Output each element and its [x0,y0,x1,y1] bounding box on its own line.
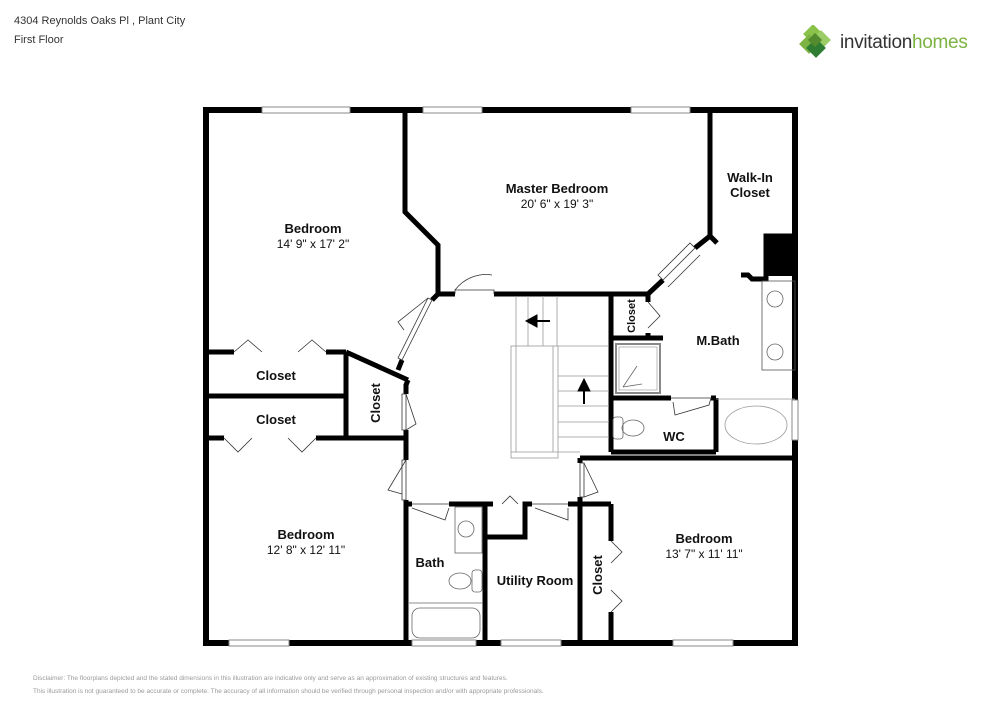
room-name-master-bedroom: Master Bedroom [506,181,609,196]
room-name-wc: WC [663,429,685,444]
brand-logo: invitationhomes [798,25,968,61]
room-dims-bedroom-se: 13' 7" x 11' 11" [665,547,742,561]
room-name-walk-in-line1: Walk-In [727,170,773,185]
room-dims-bedroom-sw: 12' 8" x 12' 11" [267,543,345,557]
stair-arrows [524,314,591,404]
floor-label: First Floor [14,34,64,46]
room-name-closet-upper: Closet [256,368,296,383]
room-name-bedroom-se: Bedroom [675,531,732,546]
room-name-walk-in-line2: Closet [730,185,770,200]
room-name-closet-vertical: Closet [368,382,383,422]
room-name-closet-mbath: Closet [626,299,638,333]
brand-name: invitationhomes [840,32,968,54]
room-name-utility: Utility Room [497,573,574,588]
disclaimer-line1: Disclaimer: The floorplans depicted and … [33,675,508,682]
room-labels: Bedroom 14' 9" x 17' 2" Master Bedroom 2… [256,170,773,595]
brand-name-part2: homes [912,32,968,53]
room-name-bedroom-sw: Bedroom [277,527,334,542]
windows [228,106,799,647]
room-dims-bedroom-nw: 14' 9" x 17' 2" [277,237,349,251]
room-name-bath: Bath [416,555,445,570]
staircase [510,296,609,459]
room-name-bedroom-nw: Bedroom [284,221,341,236]
doors [223,242,712,613]
walk-in-closet-block [766,236,795,276]
interior-walls [206,110,795,643]
arrow-up-icon [577,377,591,392]
room-name-m-bath: M.Bath [696,333,739,348]
room-name-closet-lower: Closet [256,412,296,427]
property-address: 4304 Reynolds Oaks Pl , Plant City [14,15,186,27]
room-dims-master-bedroom: 20' 6" x 19' 3" [521,197,593,211]
logo-diamond-icon [799,25,831,58]
fixtures [409,280,796,639]
disclaimer-line2: This illustration is not guaranteed to b… [33,688,544,695]
brand-name-part1: invitation [840,32,912,53]
room-name-closet-se: Closet [590,554,605,594]
